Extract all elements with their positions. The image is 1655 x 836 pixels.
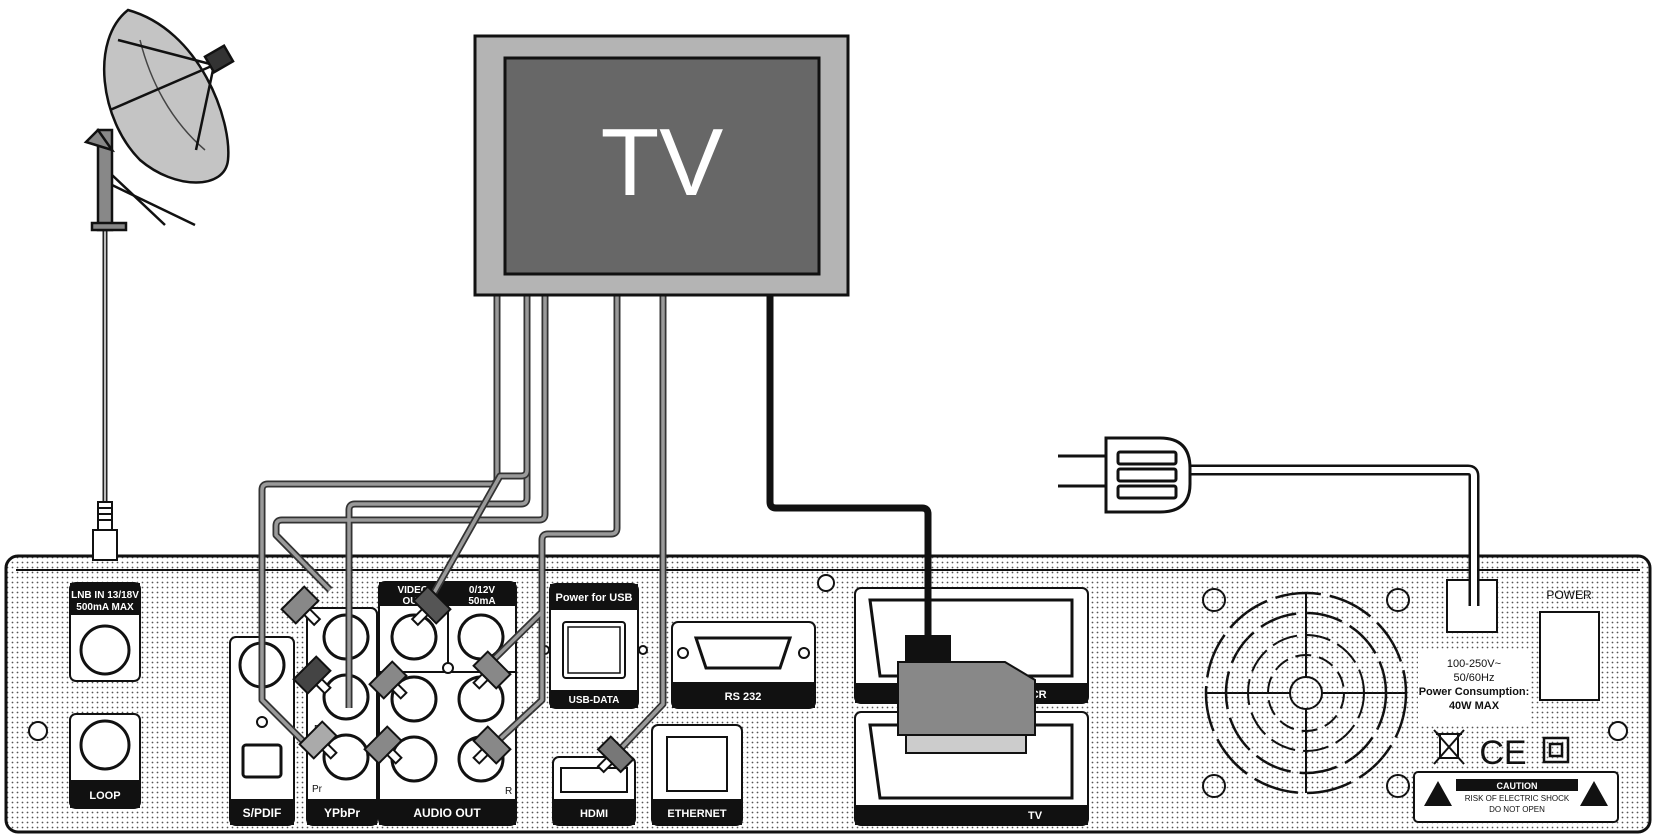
tv-label: TV <box>601 109 724 216</box>
spdif-label: S/PDIF <box>243 806 282 820</box>
dc-out-label-line1: 0/12V <box>469 585 495 596</box>
usb-port[interactable] <box>540 583 648 709</box>
warning-triangle-icon <box>1580 781 1608 806</box>
screw-hole-right <box>1608 721 1628 741</box>
rating-line3: Power Consumption: <box>1419 686 1530 698</box>
power-rating <box>1418 650 1530 726</box>
class2-insulation-icon <box>1542 736 1570 764</box>
spdif-optical-jack[interactable] <box>241 743 283 779</box>
rating-line4: 40W MAX <box>1449 700 1500 712</box>
power-plug <box>1058 436 1192 514</box>
cables <box>102 230 1480 763</box>
loop-port[interactable] <box>69 713 141 809</box>
ypbpr-block <box>306 607 378 826</box>
loop-label: LOOP <box>89 790 120 802</box>
rs232-label: RS 232 <box>725 691 762 703</box>
power-label: POWER <box>1546 588 1592 602</box>
lnb-label-line1: LNB IN 13/18V <box>71 590 139 601</box>
video-out-jack[interactable] <box>390 613 438 661</box>
ce-mark-icon: CE <box>1479 734 1526 772</box>
fan-grille <box>1202 588 1410 798</box>
tv-monitor <box>473 34 850 297</box>
screw-hole-top <box>817 574 835 592</box>
rating-line2: 50/60Hz <box>1454 672 1495 684</box>
rs232-port[interactable] <box>671 621 816 709</box>
weee-bin-icon <box>1433 729 1465 765</box>
usb-data-label: USB-DATA <box>569 695 620 706</box>
lnb-label-line2: 500mA MAX <box>76 602 134 613</box>
hdmi-port[interactable] <box>552 756 636 826</box>
audio-out-label: AUDIO OUT <box>413 806 481 820</box>
f-connector-plug <box>92 501 118 561</box>
rating-line1: 100-250V~ <box>1447 658 1501 670</box>
rca-plugs <box>280 585 635 774</box>
lnb-in-port[interactable] <box>69 582 141 682</box>
hdmi-label: HDMI <box>580 808 608 820</box>
audio-r-label: R <box>505 786 512 797</box>
scart-plug <box>897 635 1036 754</box>
caution-line2: DO NOT OPEN <box>1489 805 1545 814</box>
satellite-dish-icon <box>83 8 235 232</box>
av-block <box>378 581 517 826</box>
ethernet-label: ETHERNET <box>667 808 727 820</box>
caution-title: CAUTION <box>1497 781 1538 791</box>
screw-hole-left <box>28 721 48 741</box>
dc-out-label-line2: 50mA <box>468 596 495 607</box>
caution-label <box>1413 771 1619 823</box>
pr-label: Pr <box>312 784 323 795</box>
tv-screen <box>503 56 821 276</box>
usb-power-label: Power for USB <box>555 592 632 604</box>
pr-jack[interactable] <box>322 733 370 781</box>
ethernet-port[interactable] <box>651 724 743 826</box>
video-out-label-line1: VIDEO <box>397 585 428 596</box>
caution-line1: RISK OF ELECTRIC SHOCK <box>1465 794 1570 803</box>
warning-triangle-icon <box>1424 781 1452 806</box>
power-switch[interactable] <box>1539 611 1600 701</box>
ypbpr-label: YPbPr <box>324 806 360 820</box>
scart-tv-label: TV <box>1028 810 1043 822</box>
